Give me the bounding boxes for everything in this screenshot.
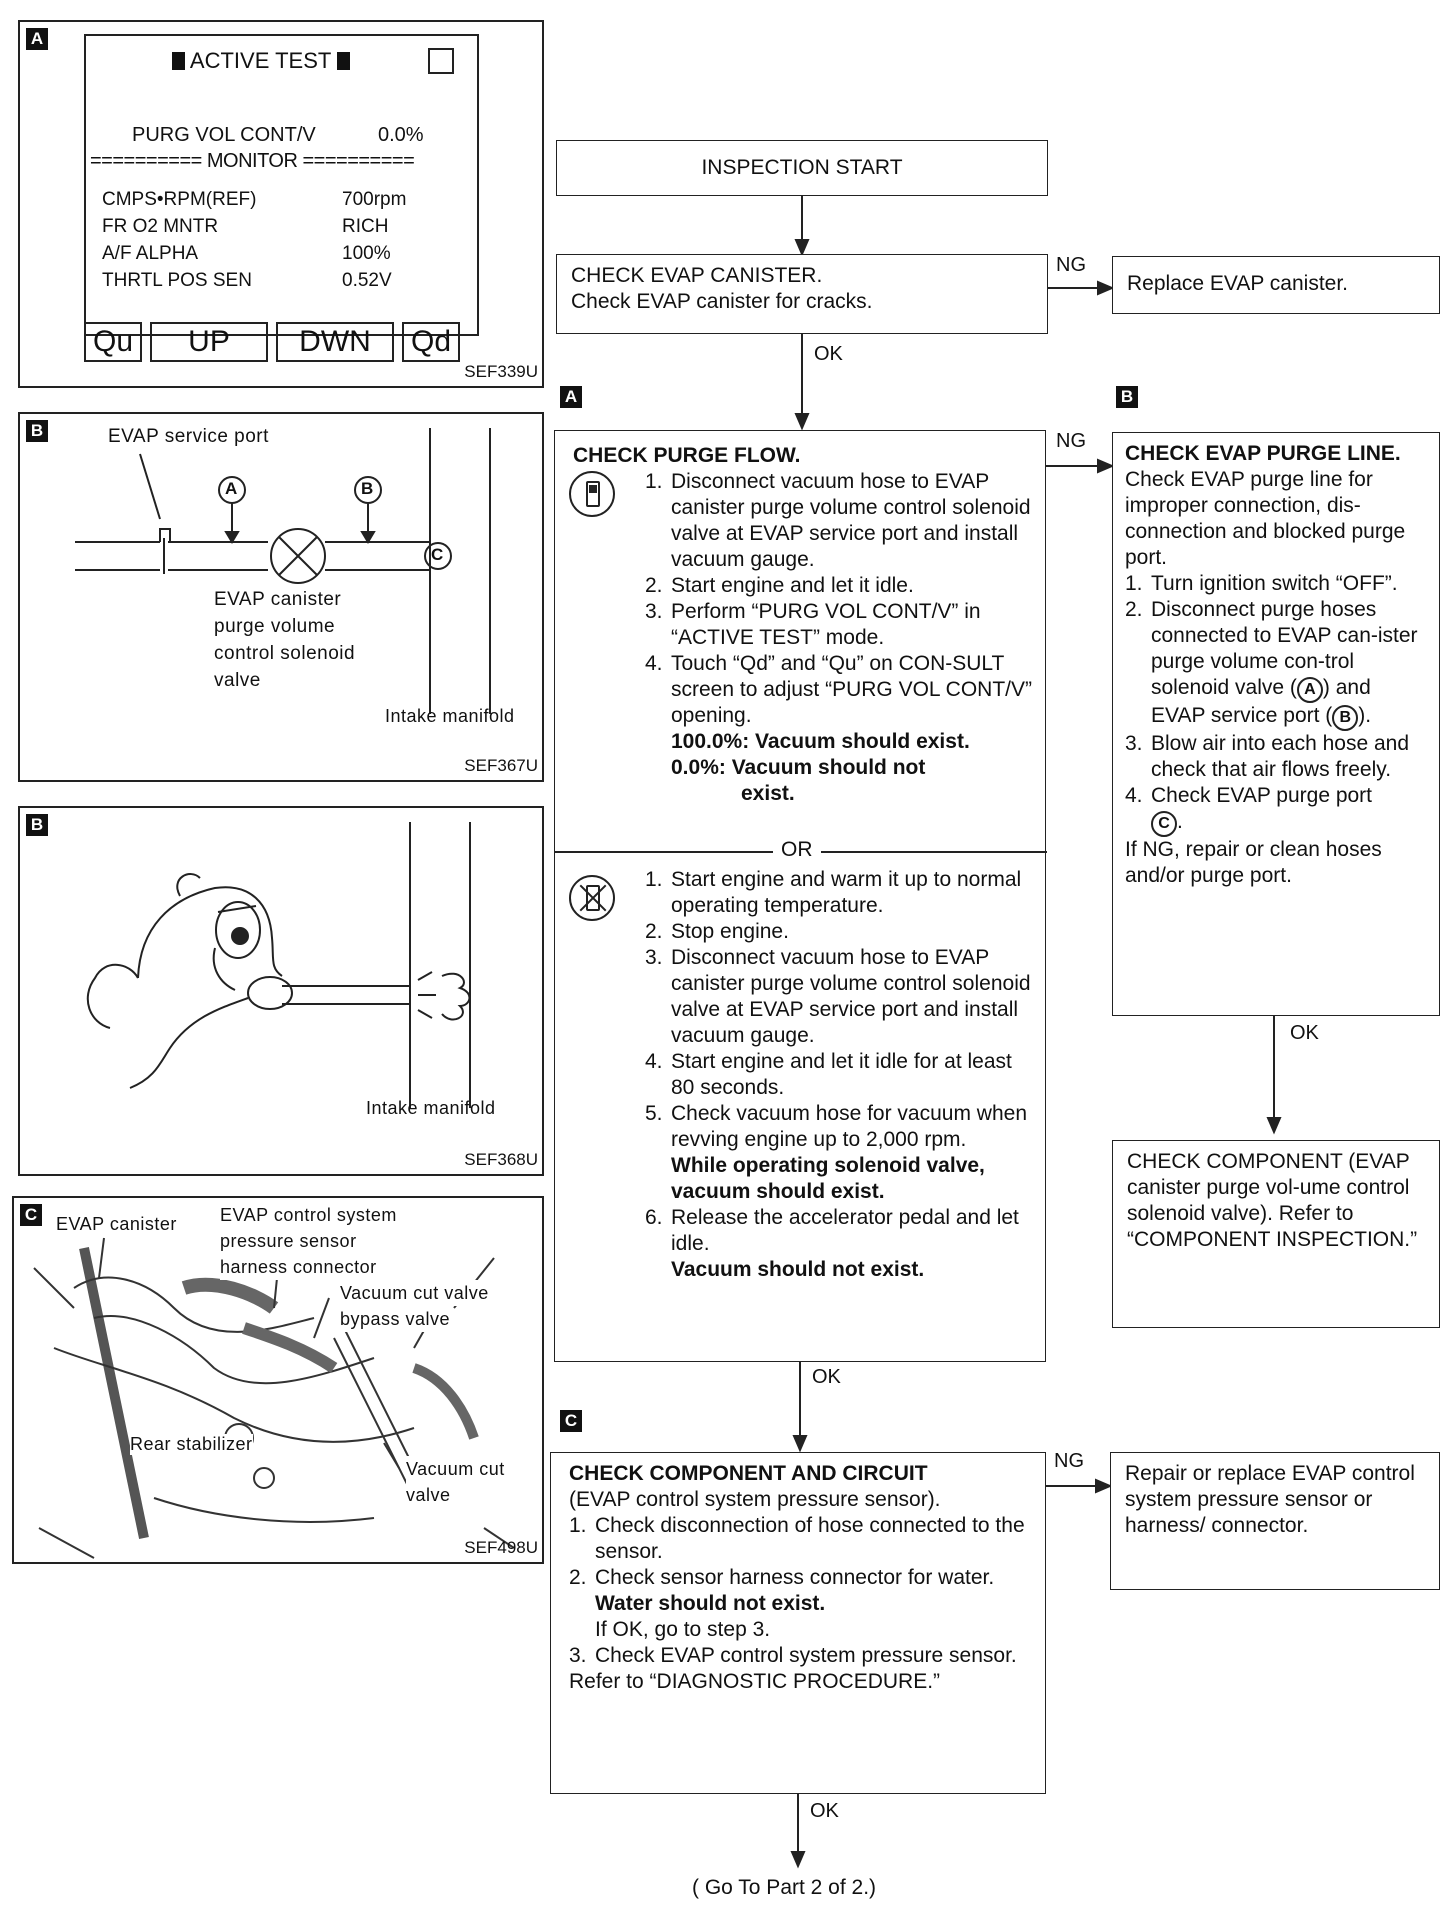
figure-code: SEF498U <box>464 1538 538 1557</box>
inspection-start-box: INSPECTION START <box>556 140 1048 196</box>
check-component-box: CHECK COMPONENT (EVAP canister purge vol… <box>1112 1140 1440 1328</box>
panel-badge: A <box>26 28 48 50</box>
check-component-text: CHECK COMPONENT (EVAP canister purge vol… <box>1127 1150 1418 1251</box>
list-item: 3.Blow air into each hose and check that… <box>1125 732 1409 781</box>
purg-label: PURG VOL CONT/V <box>132 124 316 146</box>
panel-badge: B <box>26 814 48 836</box>
list-item: 5.Check vacuum hose for vacuum when revv… <box>645 1102 1028 1151</box>
or-label: OR <box>773 837 821 863</box>
figure-code: SEF367U <box>464 756 538 775</box>
marker-a: A <box>225 479 238 498</box>
button-qd[interactable]: Qd <box>402 322 460 362</box>
ok-label: OK <box>812 1366 841 1388</box>
ng-label: NG <box>1054 1450 1084 1472</box>
engine-bay-drawing <box>33 1237 515 1559</box>
ok-label: OK <box>810 1800 839 1822</box>
list-item: 4.Start engine and let it idle for at le… <box>645 1050 1012 1099</box>
service-port-label: EVAP service port <box>108 426 269 447</box>
list-item: 2.Start engine and let it idle. <box>645 574 914 597</box>
badge-c: C <box>560 1410 582 1432</box>
monitor-line: ========== MONITOR ========== <box>90 150 415 172</box>
badge-a: A <box>560 386 582 408</box>
ok-label: OK <box>814 343 843 365</box>
list-item: 3.Check EVAP control system pressure sen… <box>569 1644 1017 1667</box>
list-item: 6.Release the accelerator pedal and let … <box>645 1206 1019 1255</box>
purge-spec-4: While operating solenoid valve, vacuum s… <box>671 1154 985 1203</box>
panel-badge: C <box>20 1204 42 1226</box>
go-to-part-2: ( Go To Part 2 of 2.) <box>692 1876 877 1899</box>
check-circuit-box: CHECK COMPONENT AND CIRCUIT (EVAP contro… <box>550 1452 1046 1794</box>
screen-title: ACTIVE TEST <box>172 48 351 74</box>
purge-line-intro: Check EVAP purge line for improper conne… <box>1125 468 1406 569</box>
list-item: 3.Perform “PURG VOL CONT/V” in “ACTIVE T… <box>645 600 981 649</box>
ng-label: NG <box>1056 254 1086 276</box>
ng-label: NG <box>1056 430 1086 452</box>
intake-label: Intake manifold <box>385 706 515 726</box>
figure-code: SEF368U <box>464 1150 538 1169</box>
consult-icon <box>569 471 615 517</box>
check-purge-flow-box: CHECK PURGE FLOW. 1.Disconnect vacuum ho… <box>554 430 1047 1362</box>
circuit-refer: Refer to “DIAGNOSTIC PROCEDURE.” <box>569 1670 941 1693</box>
sensor-label: EVAP control system pressure sensor harn… <box>220 1202 397 1280</box>
marker-c: C <box>431 545 444 564</box>
check-canister-text: Check EVAP canister for cracks. <box>571 290 873 313</box>
check-purge-line-box: CHECK EVAP PURGE LINE. Check EVAP purge … <box>1112 432 1440 1016</box>
check-canister-box: CHECK EVAP CANISTER. Check EVAP canister… <box>556 254 1048 334</box>
cutvalve-label: Vacuum cut valve <box>406 1456 505 1508</box>
list-item: 2. Disconnect purge hoses connected to E… <box>1125 597 1427 731</box>
purge-spec-1: 100.0%: Vacuum should exist. <box>671 730 970 753</box>
purg-value: 0.0% <box>378 124 424 146</box>
consult-screen: ACTIVE TEST PURG VOL CONT/V 0.0% =======… <box>84 34 479 336</box>
canister-label: EVAP canister <box>56 1214 177 1235</box>
purge-spec-3: exist. <box>741 782 795 805</box>
circuit-title: CHECK COMPONENT AND CIRCUIT <box>569 1462 928 1485</box>
panel-engine-bay: C EVAP canister EVAP control system pres… <box>12 1196 544 1564</box>
stabilizer-label: Rear stabilizer <box>130 1434 253 1455</box>
purge-steps-consult: 1.Disconnect vacuum hose to EVAP caniste… <box>645 469 1041 807</box>
list-item: 1.Turn ignition switch “OFF”. <box>1125 572 1398 595</box>
marker-b: B <box>361 479 374 498</box>
screen-checkbox <box>428 48 454 74</box>
list-item: 4.Touch “Qd” and “Qu” on CON-SULT screen… <box>645 652 1032 727</box>
purge-spec-5: Vacuum should not exist. <box>671 1258 925 1281</box>
purge-line-title: CHECK EVAP PURGE LINE. <box>1125 442 1401 465</box>
no-consult-icon <box>569 875 615 921</box>
valve-label: EVAP canister purge volume control solen… <box>214 589 356 691</box>
button-up[interactable]: UP <box>150 322 268 362</box>
purge-line-tail: If NG, repair or clean hoses and/or purg… <box>1125 838 1382 887</box>
intake-label: Intake manifold <box>366 1098 496 1118</box>
button-qu[interactable]: Qu <box>84 322 142 362</box>
inspection-start-label: INSPECTION START <box>701 156 903 179</box>
figure-code: SEF339U <box>464 362 538 381</box>
repair-sensor-box: Repair or replace EVAP control system pr… <box>1110 1452 1440 1590</box>
purge-flow-title: CHECK PURGE FLOW. <box>573 444 801 467</box>
circuit-spec: Water should not exist. <box>595 1592 826 1615</box>
check-canister-title: CHECK EVAP CANISTER. <box>571 264 823 287</box>
replace-canister-box: Replace EVAP canister. <box>1112 256 1440 314</box>
purge-spec-2: 0.0%: Vacuum should not <box>671 756 926 779</box>
circuit-sub: (EVAP control system pressure sensor). <box>569 1488 941 1511</box>
ok-label: OK <box>1290 1022 1319 1044</box>
list-item: 1.Check disconnection of hose connected … <box>569 1514 1025 1563</box>
badge-b: B <box>1116 386 1138 408</box>
replace-canister-text: Replace EVAP canister. <box>1127 272 1349 295</box>
panel-purge-line: B EVAP service port A B <box>18 412 544 782</box>
list-item: 1.Disconnect vacuum hose to EVAP caniste… <box>645 470 1031 571</box>
list-item: 2.Check sensor harness connector for wat… <box>569 1566 995 1589</box>
purge-line-drawing <box>75 428 491 714</box>
purge-steps-no-consult: 1.Start engine and warm it up to normal … <box>645 867 1041 1283</box>
panel-badge: B <box>26 420 48 442</box>
circuit-ifok: If OK, go to step 3. <box>595 1618 771 1641</box>
panel-blow-air: B Intake manifold SEF368U <box>18 806 544 1176</box>
list-item: 1.Start engine and warm it up to normal … <box>645 868 1022 917</box>
list-item: 2.Stop engine. <box>645 920 789 943</box>
button-dwn[interactable]: DWN <box>276 322 394 362</box>
blow-air-drawing <box>86 822 471 1108</box>
panel-active-test: A ACTIVE TEST PURG VOL CONT/V 0.0% =====… <box>18 20 544 388</box>
repair-sensor-text: Repair or replace EVAP control system pr… <box>1125 1462 1415 1537</box>
bypass-label: Vacuum cut valve bypass valve <box>340 1280 489 1332</box>
list-item: 3.Disconnect vacuum hose to EVAP caniste… <box>645 946 1031 1047</box>
